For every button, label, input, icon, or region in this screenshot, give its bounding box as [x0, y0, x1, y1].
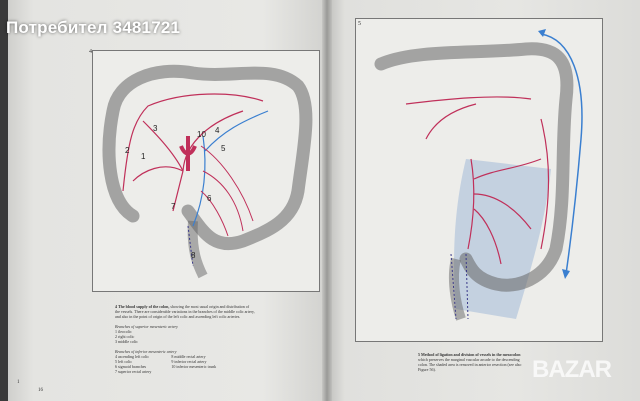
- label-2: 2: [125, 146, 130, 155]
- colon-illustration: 1 2 3 4 5 6 7 8 10: [102, 64, 313, 279]
- resection-shaded-area: [454, 159, 551, 319]
- ligation-illustration: [374, 29, 583, 321]
- bazar-logo: BAZAR: [532, 356, 612, 383]
- label-7: 7: [171, 202, 176, 211]
- inferior-item: 6 sigmoid branches: [115, 364, 147, 369]
- rectal-vessels: [187, 225, 194, 267]
- arteries: [405, 96, 550, 265]
- label-1: 1: [141, 152, 146, 161]
- colon-outline: [102, 64, 313, 251]
- inferior-item: 7 superior rectal artery: [115, 369, 152, 374]
- arteries: [122, 93, 264, 212]
- figure-blood-supply-colon: 4 1 2 3 4 5 6 7 8 10: [89, 49, 320, 292]
- superior-item: 3 middle colic: [115, 339, 138, 344]
- veins: [192, 110, 269, 227]
- figure-5-caption: 5 Method of ligation and division of ves…: [418, 352, 522, 372]
- book-gutter: [322, 0, 332, 401]
- label-6: 6: [207, 194, 212, 203]
- rectum-outline: [187, 220, 208, 279]
- caption-main: 4 The blood supply of the colon, showing…: [115, 304, 255, 319]
- inferior-item: 8 middle rectal artery: [171, 354, 206, 359]
- corner-mark: 1: [17, 380, 20, 385]
- inferior-heading: Branches of inferior mesenteric artery: [115, 349, 177, 354]
- superior-item: 1 ileocolic: [115, 329, 132, 334]
- label-10: 10: [197, 130, 206, 139]
- figure-number: 4: [89, 49, 92, 55]
- label-3: 3: [153, 124, 158, 133]
- label-4: 4: [215, 126, 220, 135]
- direction-arrow: [540, 33, 583, 275]
- label-8: 8: [191, 251, 196, 260]
- user-watermark: Потребител 3481721: [6, 18, 181, 37]
- label-5: 5: [221, 144, 226, 153]
- left-colic-branches: [200, 145, 254, 237]
- figure-4-caption: 4 The blood supply of the colon, showing…: [115, 304, 255, 374]
- inferior-item: 4 ascending left colic: [115, 354, 150, 359]
- inferior-item: 10 inferior mesenteric trunk: [171, 364, 217, 369]
- page-number: 16: [38, 388, 43, 393]
- rectal-vessels: [450, 253, 469, 320]
- mesenteric-trunk: [179, 136, 197, 171]
- inferior-item: 5 left colic: [115, 359, 133, 364]
- inferior-item: 9 inferior rectal artery: [171, 359, 207, 364]
- figure-ligation-method: 5: [355, 18, 603, 342]
- rectum-outline: [448, 257, 466, 321]
- figure-number: 5: [358, 21, 361, 27]
- superior-heading: Branches of superior mesenteric artery: [115, 324, 178, 329]
- colon-outline: [374, 42, 574, 292]
- superior-item: 2 right colic: [115, 334, 135, 339]
